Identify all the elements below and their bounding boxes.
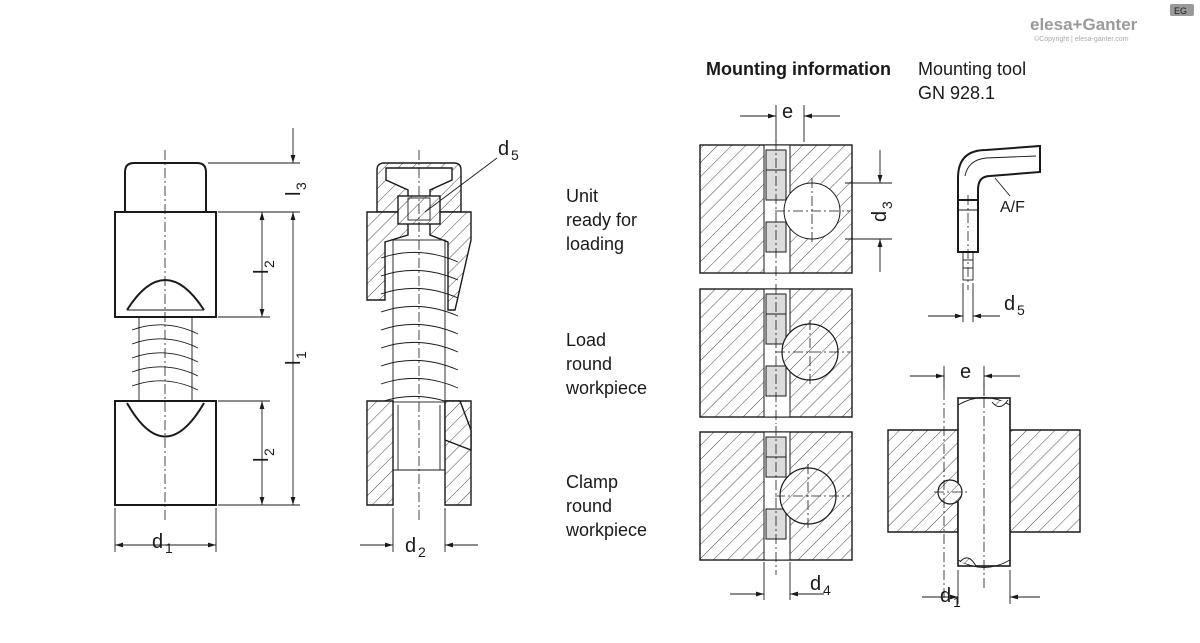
installed-view (887, 366, 1081, 604)
svg-text:l: l (283, 361, 305, 365)
svg-text:l: l (251, 458, 273, 462)
front-view-dimensions (114, 128, 300, 552)
svg-text:d: d (940, 585, 951, 607)
svg-text:l: l (251, 270, 273, 274)
mounting-tool (928, 144, 1041, 322)
brand-badge (1170, 4, 1194, 16)
svg-text:e: e (782, 101, 793, 123)
dim-l3: l 3 (283, 182, 309, 196)
svg-text:round: round (566, 354, 612, 374)
svg-text:d: d (1004, 293, 1015, 315)
dim-l2-top: l 2 (251, 260, 277, 274)
step-label-2: Load round workpiece (565, 330, 647, 398)
dim-d1-right: d 1 (940, 585, 961, 610)
svg-text:5: 5 (1017, 302, 1025, 318)
svg-text:workpiece: workpiece (565, 378, 647, 398)
svg-text:1: 1 (165, 540, 173, 556)
svg-text:2: 2 (418, 544, 426, 560)
brand-name: elesa+Ganter (1030, 15, 1138, 34)
mounting-tool-part: GN 928.1 (918, 83, 995, 103)
svg-text:workpiece: workpiece (565, 520, 647, 540)
svg-text:5: 5 (511, 147, 519, 163)
mounting-information-heading: Mounting information (706, 59, 891, 79)
section-view (366, 150, 498, 520)
mounting-block-3 (699, 426, 853, 575)
svg-text:d: d (405, 535, 416, 557)
dim-l2-bottom: l 2 (251, 448, 277, 462)
mounting-dimensions (730, 105, 892, 600)
dim-d2: d 2 (405, 535, 426, 560)
dim-d5-section: d 5 (498, 138, 519, 163)
dim-d5-tool: d 5 (1004, 293, 1025, 318)
svg-text:l: l (283, 192, 305, 196)
mounting-block-2 (699, 284, 853, 424)
section-view-dimensions (360, 508, 478, 552)
step-label-3: Clamp round workpiece (565, 472, 647, 540)
svg-text:3: 3 (879, 201, 895, 209)
dim-l1: l 1 (283, 351, 309, 365)
dim-e-right: e (960, 361, 971, 383)
dim-d3: d 3 (869, 201, 895, 222)
svg-text:1: 1 (953, 594, 961, 610)
spring-section (380, 239, 459, 407)
brand-badge-text: EG (1174, 6, 1187, 16)
svg-text:d: d (152, 531, 163, 553)
svg-text:Clamp: Clamp (566, 472, 618, 492)
step-label-1: Unit ready for loading (566, 186, 637, 254)
svg-text:4: 4 (823, 582, 831, 598)
svg-text:2: 2 (261, 260, 277, 268)
brand-logo: elesa+Ganter ©Copyright | elesa-ganter.c… (1030, 4, 1194, 43)
svg-text:d: d (498, 138, 509, 160)
mounting-block-1 (699, 140, 853, 280)
dim-d4: d 4 (810, 573, 831, 598)
svg-text:d: d (869, 211, 891, 222)
svg-text:2: 2 (261, 448, 277, 456)
mounting-tool-heading: Mounting tool (918, 59, 1026, 79)
svg-text:d: d (810, 573, 821, 595)
dim-d1-left: d 1 (152, 531, 173, 556)
svg-text:ready for: ready for (566, 210, 637, 230)
svg-text:loading: loading (566, 234, 624, 254)
dim-af: A/F (1000, 199, 1025, 216)
brand-copyright: ©Copyright | elesa-ganter.com (1034, 35, 1129, 43)
front-view (114, 150, 217, 520)
svg-text:1: 1 (293, 351, 309, 359)
svg-text:Load: Load (566, 330, 606, 350)
svg-text:Unit: Unit (566, 186, 598, 206)
svg-text:round: round (566, 496, 612, 516)
svg-text:e: e (960, 361, 971, 383)
dim-e-top: e (782, 101, 793, 123)
svg-text:3: 3 (293, 182, 309, 190)
